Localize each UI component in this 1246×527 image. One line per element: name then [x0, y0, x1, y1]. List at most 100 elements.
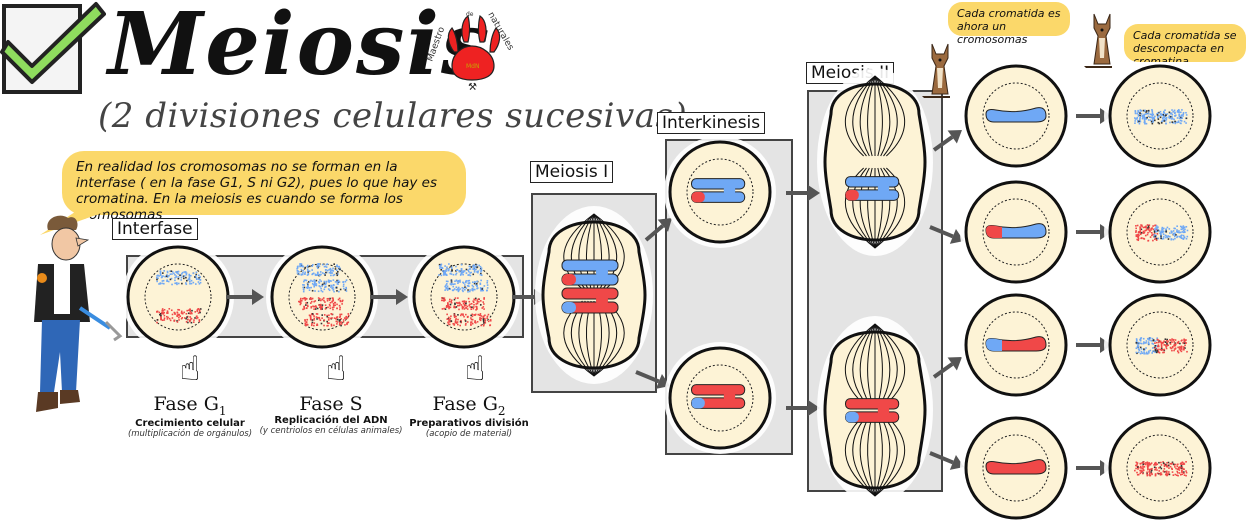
chromatin-dot: [306, 268, 309, 271]
chromatin-dot: [467, 280, 469, 282]
chromatin-dot: [170, 277, 173, 280]
chromatin-dot: [1181, 461, 1184, 464]
chromatin-dot: [1147, 225, 1150, 227]
chromatin-dot: [1180, 350, 1183, 353]
chromatin-dot: [472, 289, 474, 292]
chromatin-dot: [169, 273, 172, 275]
chromatin-dot: [174, 276, 176, 279]
arrow: [786, 185, 820, 201]
chromatin-dot: [1155, 464, 1157, 466]
chromatin-dot: [463, 303, 466, 306]
chromatin-dot: [447, 304, 449, 307]
chromatin-dot: [328, 322, 330, 325]
chromatin-dot: [325, 266, 328, 268]
chromatin-dot: [476, 301, 479, 303]
chromatin-dot: [489, 324, 491, 327]
chromatin-dot: [1147, 112, 1150, 115]
chromatin-dot: [187, 321, 189, 324]
chromatin-dot: [1153, 462, 1156, 465]
cell: [412, 245, 516, 349]
chromatin-dot: [1181, 470, 1183, 472]
chromatin-dot: [317, 264, 319, 266]
chromatin-dot: [1146, 473, 1148, 476]
chromatin-dot: [468, 270, 470, 273]
chromatin-dot: [465, 307, 467, 309]
chromatin-dot: [481, 307, 484, 309]
chromosome-rod: [985, 107, 1047, 123]
phase-description: Crecimiento celular: [135, 417, 245, 429]
chromatin-dot: [1154, 351, 1157, 353]
chromatin-dot: [323, 280, 326, 283]
chromatin-dot: [342, 281, 345, 283]
chromatin-dot: [474, 320, 476, 322]
chromatin-dot: [461, 307, 464, 310]
chromatin-dot: [1177, 346, 1179, 349]
chromatin-dot: [1150, 339, 1153, 342]
chromatin-dot: [460, 304, 463, 306]
chromatin-dot: [464, 284, 466, 286]
chromatin-dot: [465, 281, 467, 284]
chromatin-dot: [311, 297, 314, 300]
chromosome: [691, 178, 746, 203]
chromatin-dot: [1144, 234, 1147, 237]
chromatin-dot: [335, 316, 338, 319]
chromatin-dot: [304, 324, 307, 327]
chromatin-dot: [189, 310, 192, 313]
chromatin-dot: [1136, 339, 1138, 342]
chromatin-dot: [472, 300, 475, 302]
chromatin-dot: [465, 280, 468, 282]
phase-note: (y centriolos en células animales): [259, 426, 403, 436]
chromatin-dot: [330, 324, 333, 327]
chromatin-dot: [465, 304, 467, 307]
chromatin-dot: [1139, 114, 1141, 117]
chromatin-dot: [1179, 349, 1182, 352]
chromatin-dot: [1160, 344, 1163, 347]
chromatin-dot: [1161, 120, 1164, 122]
chromatin-dot: [328, 281, 330, 283]
chromatin-dot: [1146, 461, 1149, 464]
page-subtitle: (2 divisiones celulares sucesivas): [98, 96, 688, 136]
chromatin-dot: [307, 305, 309, 308]
chromatin-dot: [330, 274, 332, 277]
chromatin-dot: [343, 317, 346, 319]
chromatin-dot: [455, 269, 458, 272]
chromatin-dot: [1176, 471, 1179, 474]
chromatin-dot: [324, 286, 326, 289]
chromatin-dot: [332, 270, 335, 272]
chromatin-dot: [314, 284, 316, 286]
chromatin-dot: [1178, 117, 1181, 120]
chromatin-dot: [456, 288, 459, 291]
chromatin-dot: [193, 319, 195, 321]
chromatin-dot: [1139, 119, 1141, 122]
chromatin-dot: [306, 304, 309, 307]
chromatin-dot: [465, 287, 468, 289]
chromatin-dot: [326, 298, 329, 300]
chromatin-dot: [1179, 119, 1182, 122]
chromatin-dot: [1185, 471, 1188, 474]
chromatin-dot: [459, 288, 461, 290]
chromatin-dot: [1177, 468, 1180, 471]
chromatin-dot: [467, 274, 470, 276]
chromatin-dot: [171, 271, 174, 273]
spindle-fiber: [874, 167, 883, 249]
chromatin-dot: [331, 269, 333, 272]
chromatin-dot: [319, 299, 322, 302]
chromatin-dot: [176, 272, 178, 274]
chromatin-dot: [345, 317, 348, 320]
chromatin-dot: [1169, 112, 1172, 115]
arrow: [644, 218, 672, 242]
dog-left-bubble-text: Cada cromatida es ahora un cromosomas: [957, 7, 1061, 46]
chromatin-dot: [1179, 116, 1182, 119]
chromatin-dot: [1148, 474, 1151, 476]
phase-g1: ☝ Fase G1 Crecimiento celular (multiplic…: [120, 345, 260, 439]
chromatin-dot: [448, 300, 451, 303]
chromatin-dot: [470, 302, 473, 305]
chromatin-dot: [1135, 338, 1138, 340]
chromatin-dot: [468, 304, 471, 307]
chromatin-dot: [318, 317, 321, 320]
chromatin-dot: [476, 266, 478, 269]
chromatin-dot: [440, 263, 443, 266]
chromatin-dot: [1134, 110, 1137, 112]
chromatin-dot: [444, 272, 446, 274]
chromatin-dot: [460, 270, 462, 273]
